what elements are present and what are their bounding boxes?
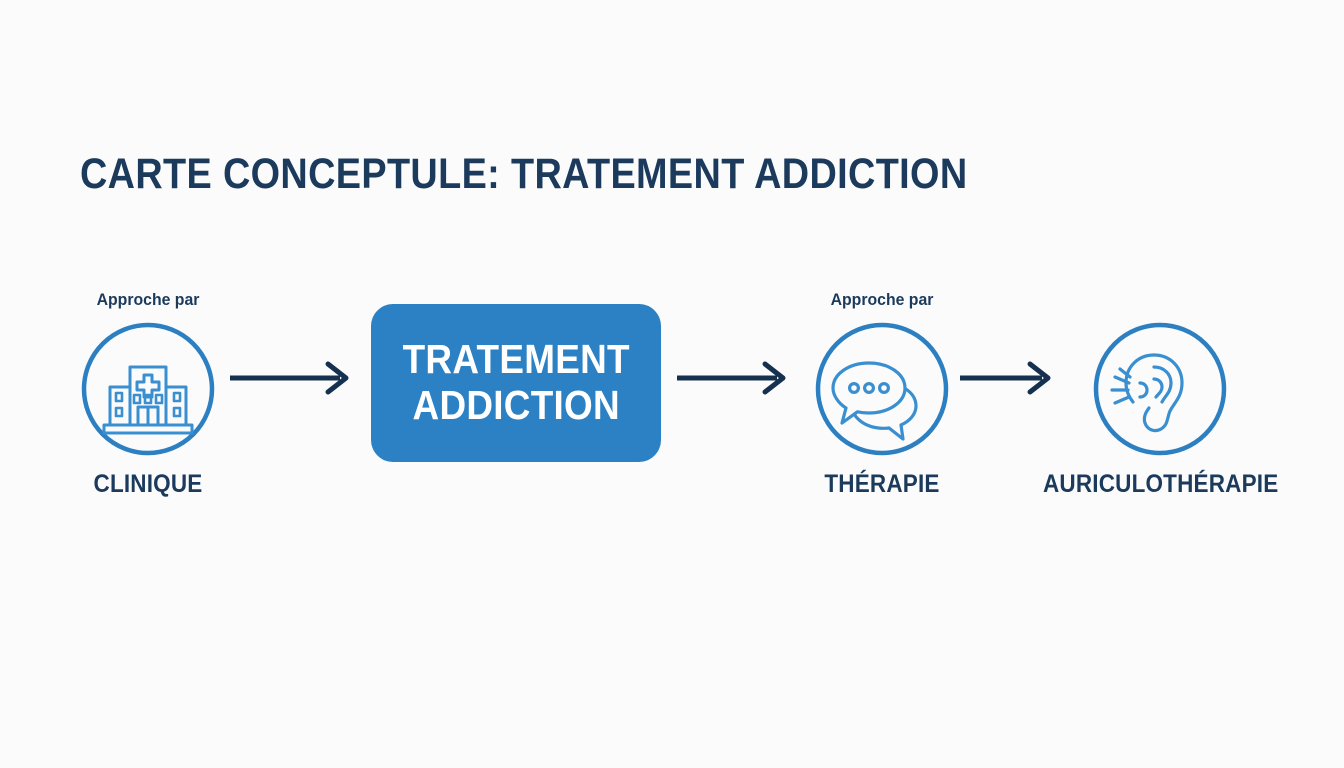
- node-therapie-label: THÉRAPIE: [824, 470, 940, 498]
- center-node-line1: TRATEMENT: [402, 336, 630, 383]
- arrow-clinique-to-center: [228, 356, 356, 400]
- node-clinique-label: CLINIQUE: [93, 470, 203, 498]
- node-auriculotherapie[interactable]: AURICULOTHÉRAPIE: [1043, 280, 1278, 520]
- node-therapie-prefix: Approche par: [830, 290, 934, 309]
- concept-map-flow: Approche par: [0, 280, 1344, 520]
- node-therapie[interactable]: Approche par THÉRAPIE: [782, 280, 982, 520]
- node-auriculotherapie-label: AURICULOTHÉRAPIE: [1043, 470, 1279, 498]
- node-clinique[interactable]: Approche par: [48, 280, 248, 520]
- center-node-tratement-addiction[interactable]: TRATEMENT ADDICTION: [371, 304, 661, 462]
- hospital-icon: [80, 321, 216, 457]
- speech-bubbles-icon: [814, 321, 950, 457]
- center-node-line2: ADDICTION: [412, 382, 620, 428]
- arrow-therapie-to-auriculotherapie: [958, 356, 1058, 400]
- node-clinique-prefix: Approche par: [96, 290, 200, 309]
- page-title: CARTE CONCEPTULE: TRATEMENT ADDICTION: [80, 150, 968, 198]
- ear-listening-icon: [1092, 321, 1228, 457]
- arrow-center-to-therapie: [675, 356, 793, 400]
